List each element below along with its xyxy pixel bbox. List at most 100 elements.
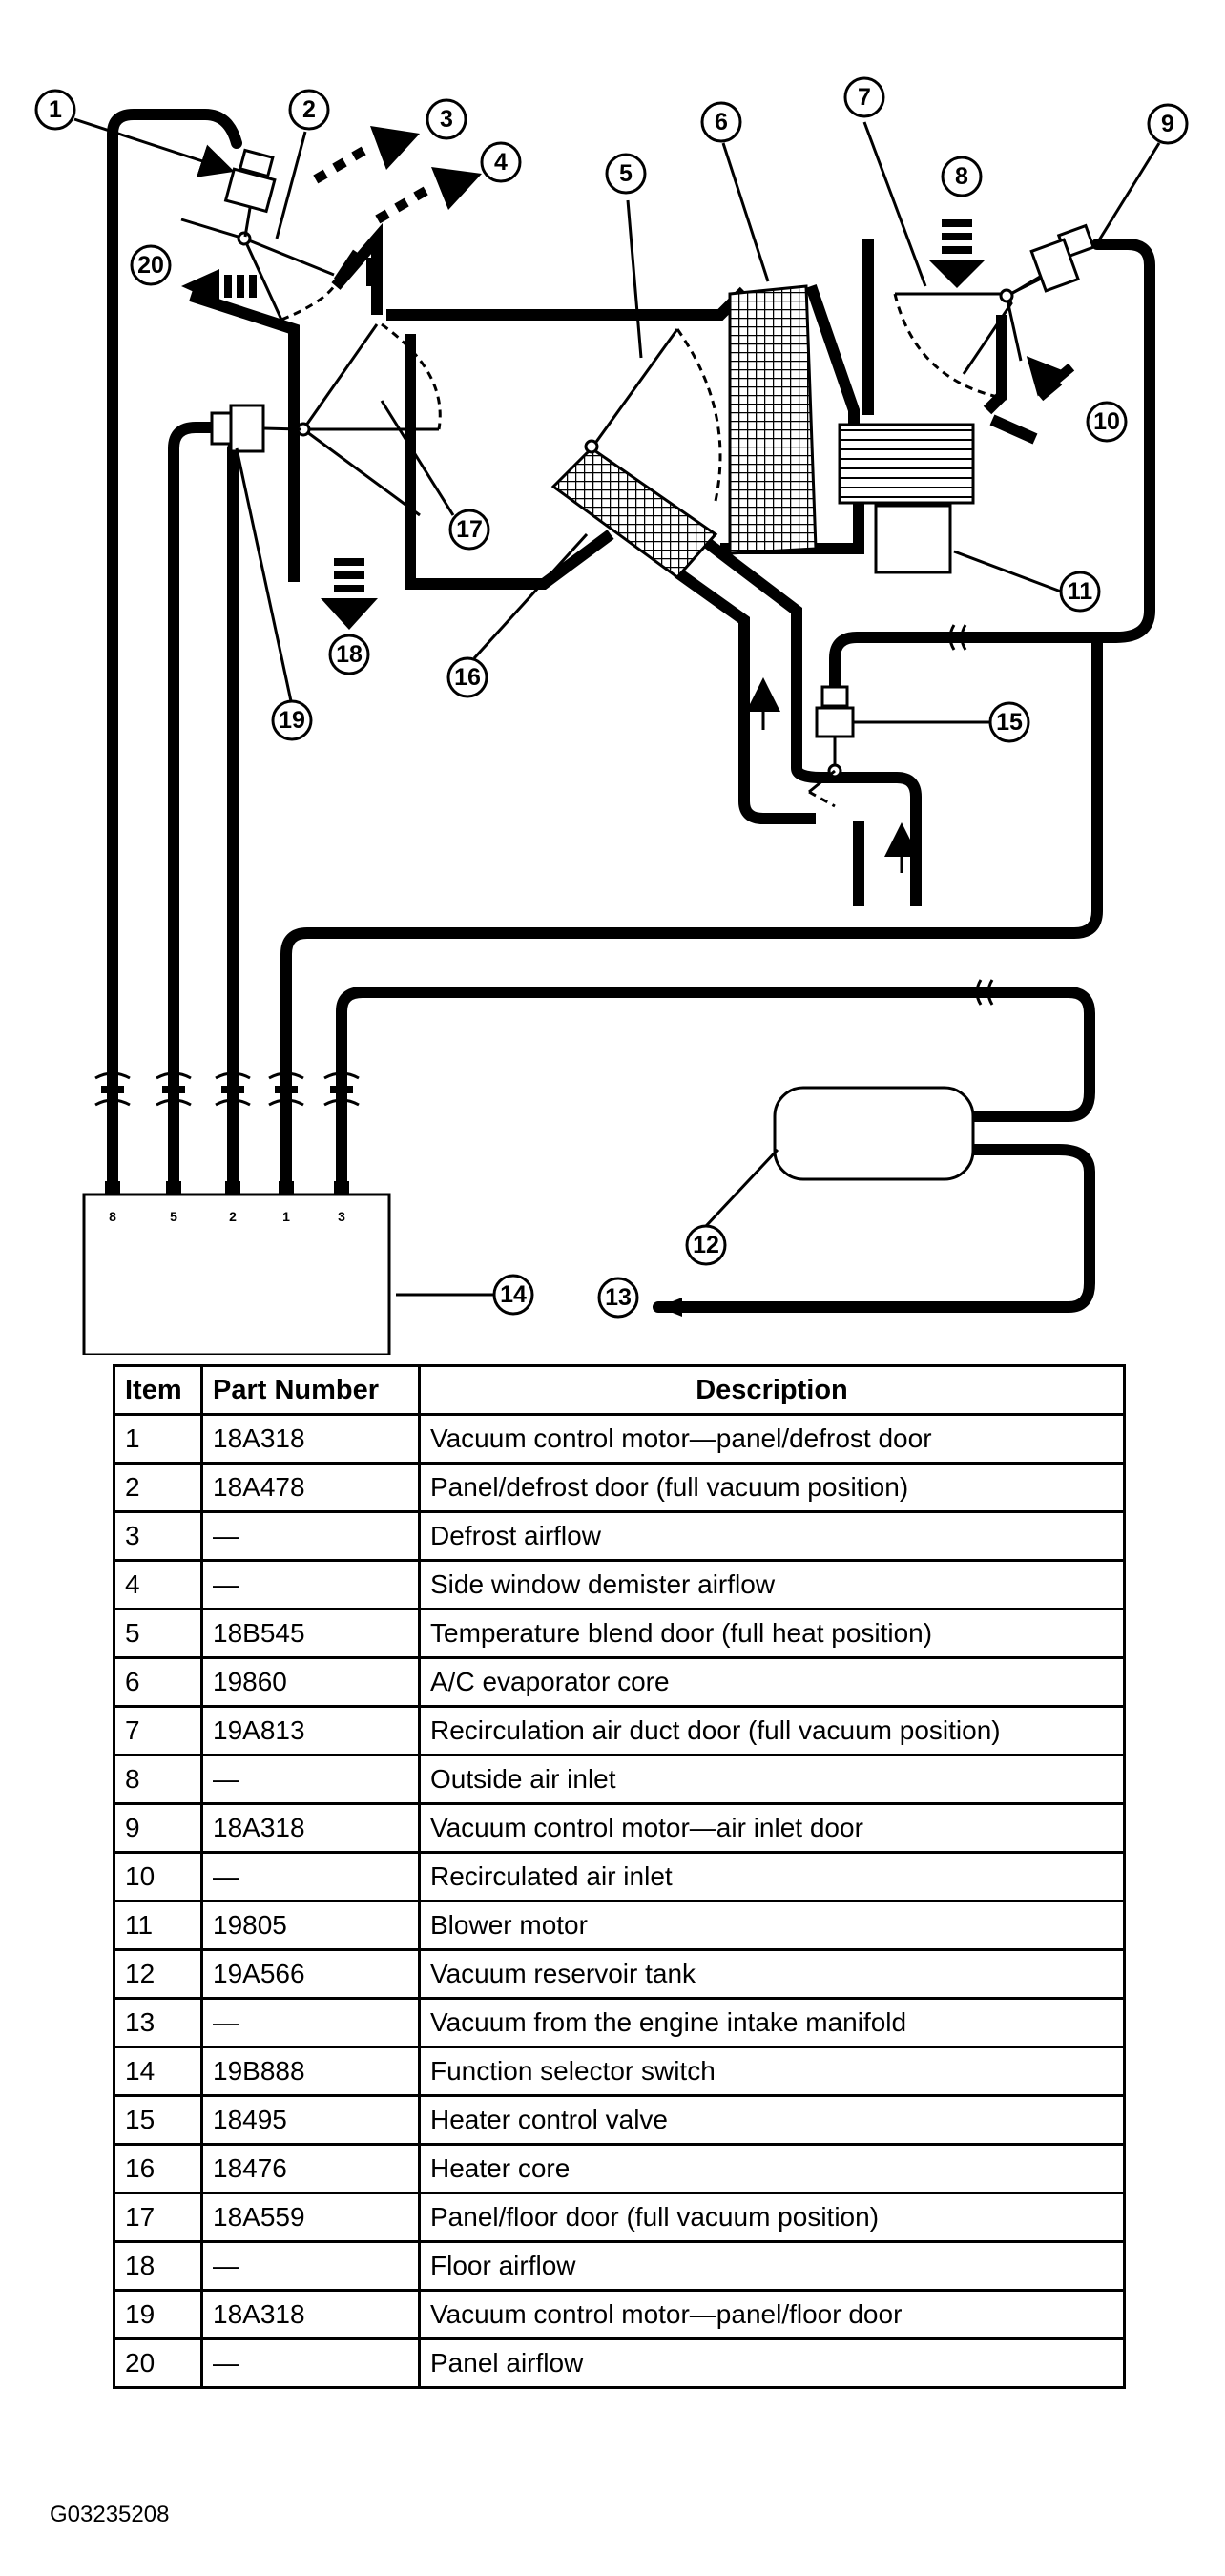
part-number-cell: 19805 bbox=[200, 1900, 421, 1951]
temperature-blend-door bbox=[584, 328, 722, 502]
table-row: 18—Floor airflow bbox=[113, 2240, 1126, 2292]
vacuum-motor-air-inlet bbox=[1010, 223, 1096, 296]
part-number-cell: — bbox=[200, 2337, 421, 2389]
description-cell: Recirculated air inlet bbox=[418, 1851, 1126, 1902]
description-cell: Side window demister airflow bbox=[418, 1559, 1126, 1610]
column-header-part-number: Part Number bbox=[200, 1364, 421, 1416]
description-cell: Blower motor bbox=[418, 1900, 1126, 1951]
item-cell: 4 bbox=[113, 1559, 203, 1610]
description-cell: Function selector switch bbox=[418, 2046, 1126, 2097]
part-number-cell: — bbox=[200, 1997, 421, 2048]
airflow-arrows bbox=[181, 126, 1075, 630]
item-cell: 6 bbox=[113, 1656, 203, 1708]
description-cell: Panel/defrost door (full vacuum position… bbox=[418, 1462, 1126, 1513]
item-cell: 14 bbox=[113, 2046, 203, 2097]
item-cell: 12 bbox=[113, 1948, 203, 2000]
vacuum-source-arrow bbox=[658, 1298, 682, 1317]
callout-2: 2 bbox=[302, 96, 316, 123]
description-cell: Vacuum reservoir tank bbox=[418, 1948, 1126, 2000]
item-cell: 15 bbox=[113, 2094, 203, 2146]
description-cell: Vacuum control motor—panel/defrost door bbox=[418, 1413, 1126, 1465]
item-cell: 2 bbox=[113, 1462, 203, 1513]
table-row: 3—Defrost airflow bbox=[113, 1510, 1126, 1562]
part-number-cell: 18A318 bbox=[200, 1802, 421, 1854]
callout-11: 11 bbox=[1068, 578, 1093, 605]
item-cell: 3 bbox=[113, 1510, 203, 1562]
item-cell: 18 bbox=[113, 2240, 203, 2292]
item-cell: 11 bbox=[113, 1900, 203, 1951]
table-row: 4—Side window demister airflow bbox=[113, 1559, 1126, 1610]
part-number-cell: 19A813 bbox=[200, 1705, 421, 1756]
recirculation-air-duct-door bbox=[895, 292, 1013, 375]
column-header-item: Item bbox=[113, 1364, 203, 1416]
description-cell: Heater core bbox=[418, 2143, 1126, 2194]
description-cell: A/C evaporator core bbox=[418, 1656, 1126, 1708]
vacuum-motor-panel-defrost bbox=[223, 148, 277, 238]
panel-defrost-door bbox=[180, 218, 341, 322]
panel-floor-door bbox=[296, 322, 442, 517]
description-cell: Vacuum control motor—panel/floor door bbox=[418, 2289, 1126, 2340]
description-cell: Temperature blend door (full heat positi… bbox=[418, 1608, 1126, 1659]
part-number-cell: 19B888 bbox=[200, 2046, 421, 2097]
switch-pin-label: 1 bbox=[282, 1209, 290, 1224]
part-number-cell: 18495 bbox=[200, 2094, 421, 2146]
vacuum-motor-panel-floor bbox=[210, 404, 301, 453]
callout-18: 18 bbox=[336, 641, 363, 668]
part-number-cell: — bbox=[200, 1510, 421, 1562]
callout-7: 7 bbox=[858, 84, 871, 111]
callout-4: 4 bbox=[494, 149, 508, 176]
callout-17: 17 bbox=[456, 516, 483, 543]
coolant-flow-arrows bbox=[746, 677, 919, 873]
item-cell: 16 bbox=[113, 2143, 203, 2194]
description-cell: Panel airflow bbox=[418, 2337, 1126, 2389]
item-cell: 1 bbox=[113, 1413, 203, 1465]
vacuum-reservoir-tank bbox=[773, 1086, 975, 1181]
description-cell: Outside air inlet bbox=[418, 1754, 1126, 1805]
switch-pin-label: 5 bbox=[170, 1209, 177, 1224]
callout-labels: 1 2 3 4 5 6 7 8 9 10 11 12 13 14 15 16 1… bbox=[34, 76, 1189, 1319]
item-cell: 10 bbox=[113, 1851, 203, 1902]
callout-6: 6 bbox=[715, 109, 728, 135]
item-cell: 7 bbox=[113, 1705, 203, 1756]
description-cell: Heater control valve bbox=[418, 2094, 1126, 2146]
part-number-cell: 19A566 bbox=[200, 1948, 421, 2000]
description-cell: Defrost airflow bbox=[418, 1510, 1126, 1562]
table-row: 10—Recirculated air inlet bbox=[113, 1851, 1126, 1902]
callout-13: 13 bbox=[605, 1284, 632, 1311]
part-number-cell: — bbox=[200, 1559, 421, 1610]
callout-3: 3 bbox=[440, 106, 453, 133]
table-header-row: Item Part Number Description bbox=[113, 1364, 1126, 1416]
callout-10: 10 bbox=[1093, 408, 1120, 435]
callout-12: 12 bbox=[693, 1232, 719, 1258]
callout-1: 1 bbox=[49, 96, 62, 123]
part-number-cell: — bbox=[200, 1851, 421, 1902]
description-cell: Recirculation air duct door (full vacuum… bbox=[418, 1705, 1126, 1756]
table-row: 13—Vacuum from the engine intake manifol… bbox=[113, 1997, 1126, 2048]
item-cell: 5 bbox=[113, 1608, 203, 1659]
part-number-cell: 18A478 bbox=[200, 1462, 421, 1513]
callout-19: 19 bbox=[279, 707, 305, 734]
description-cell: Vacuum control motor—air inlet door bbox=[418, 1802, 1126, 1854]
part-number-cell: 18A318 bbox=[200, 1413, 421, 1465]
ac-evaporator-core bbox=[728, 284, 818, 555]
hose-connectors bbox=[94, 624, 994, 1107]
heater-control-valve bbox=[808, 685, 855, 808]
part-number-cell: 18A559 bbox=[200, 2192, 421, 2243]
vacuum-hoses bbox=[107, 109, 1155, 1313]
item-cell: 19 bbox=[113, 2289, 203, 2340]
item-cell: 13 bbox=[113, 1997, 203, 2048]
function-selector-switch: 8 5 2 1 3 bbox=[82, 1181, 391, 1355]
callout-14: 14 bbox=[500, 1281, 527, 1308]
switch-pin-label: 3 bbox=[338, 1209, 345, 1224]
